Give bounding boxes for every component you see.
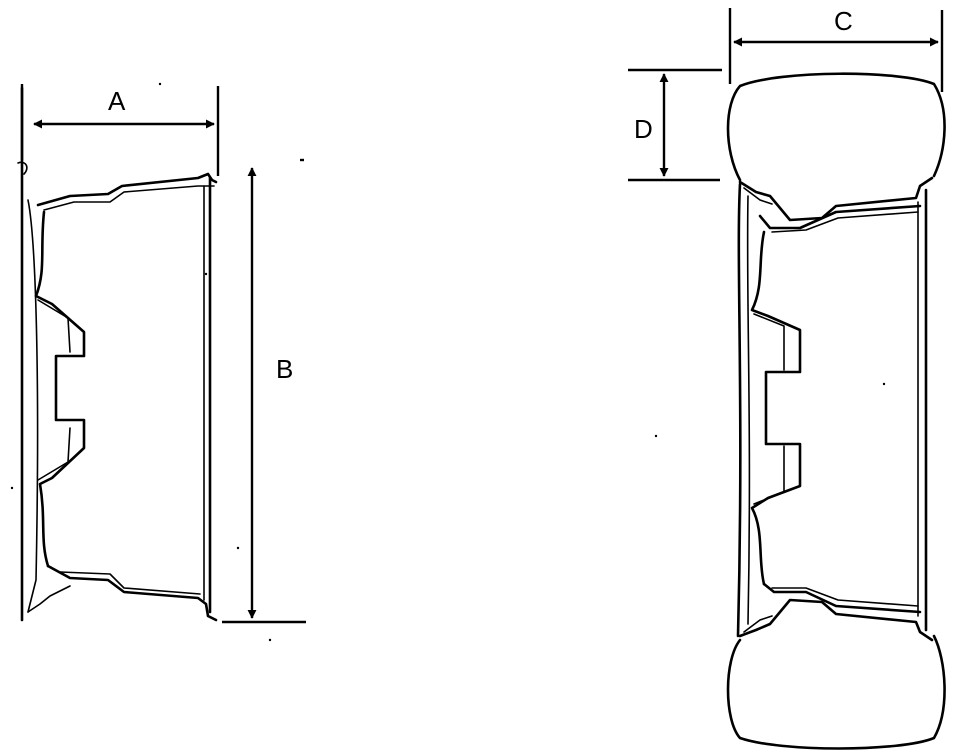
label-d: D bbox=[634, 114, 653, 144]
scan-specks bbox=[10, 82, 886, 642]
dimension-c: C bbox=[728, 6, 944, 92]
dimension-b: B bbox=[222, 158, 306, 624]
rim-cross-section bbox=[17, 86, 218, 622]
label-c: C bbox=[834, 6, 853, 36]
dimension-a: A bbox=[20, 84, 220, 176]
dimension-d: D bbox=[628, 68, 722, 182]
label-a: A bbox=[108, 86, 126, 116]
label-b: B bbox=[276, 354, 293, 384]
wheel-with-tire bbox=[726, 72, 946, 750]
